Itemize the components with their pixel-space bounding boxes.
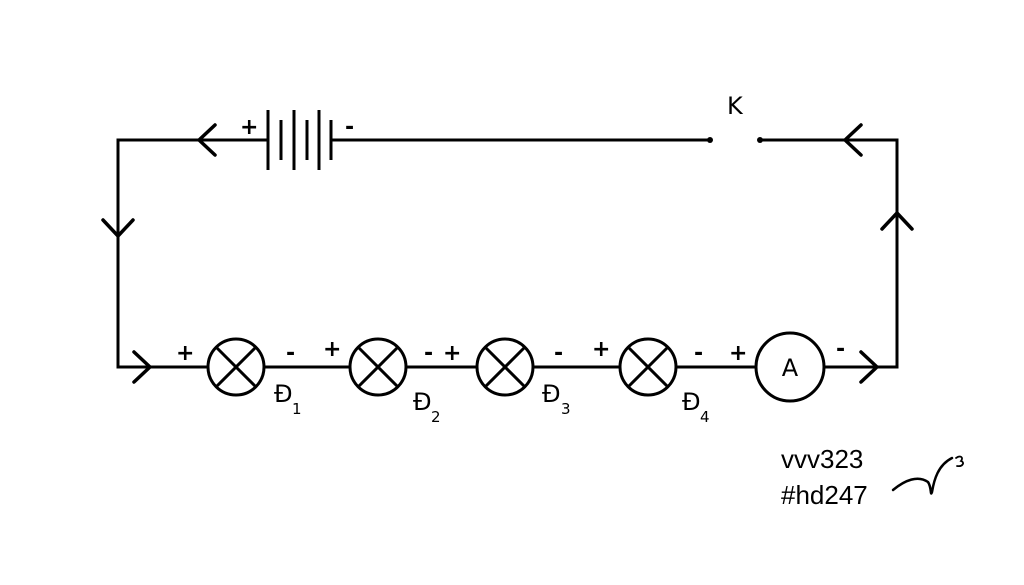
lamp-2-cross — [356, 345, 400, 389]
watermark-line-2: #hd247 — [781, 480, 868, 510]
switch-contact-left — [707, 137, 713, 143]
lamp-2-subscript: 2 — [431, 408, 441, 426]
ammeter-plus-sign: + — [729, 341, 747, 366]
arrow-top-right-icon — [843, 123, 863, 157]
lamp-3-cross — [483, 345, 527, 389]
arrow-top-left-icon — [197, 123, 217, 157]
lamp-1-label: Đ — [274, 380, 293, 408]
lamp-2 — [348, 337, 408, 397]
lamp-3 — [475, 337, 535, 397]
arrow-bottom-right-icon — [859, 350, 879, 384]
lamp-2-minus-sign: - — [424, 341, 433, 366]
lamp-3-plus-sign: + — [443, 341, 461, 366]
lamp-3-subscript: 3 — [561, 400, 571, 418]
lamp-1-cross — [214, 345, 258, 389]
signature-mark — [891, 455, 964, 495]
lamp-2-plus-sign: + — [323, 337, 341, 362]
ammeter: A — [754, 331, 826, 403]
arrow-right-up-icon — [880, 211, 914, 231]
lamp-4 — [618, 337, 678, 397]
battery-minus-sign: - — [345, 115, 354, 140]
lamp-4-cross — [626, 345, 670, 389]
lamp-4-minus-sign: - — [694, 341, 703, 366]
lamp-4-plus-sign: + — [592, 337, 610, 362]
battery-plus-sign: + — [240, 115, 258, 140]
lamp-1-minus-sign: - — [286, 341, 295, 366]
lamp-2-label: Đ — [413, 388, 432, 416]
lamp-4-label: Đ — [682, 388, 701, 416]
arrow-left-down-icon — [101, 218, 135, 238]
lamp-1-plus-sign: + — [176, 341, 194, 366]
switch-contact-right — [757, 137, 763, 143]
battery — [266, 110, 333, 170]
lamp-3-minus-sign: - — [554, 341, 563, 366]
lamp-3-label: Đ — [542, 380, 561, 408]
ammeter-minus-sign: - — [836, 337, 845, 362]
lamp-1 — [206, 337, 266, 397]
watermark-line-1: vvv323 — [781, 444, 864, 474]
arrow-bottom-left-icon — [132, 350, 152, 384]
switch-label: K — [727, 92, 744, 120]
ammeter-circle — [754, 331, 826, 403]
lamp-1-subscript: 1 — [292, 400, 302, 418]
ammeter-symbol: A — [782, 354, 799, 382]
lamp-4-subscript: 4 — [700, 408, 710, 426]
